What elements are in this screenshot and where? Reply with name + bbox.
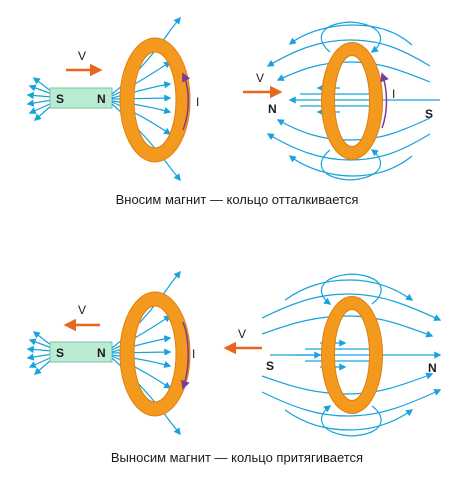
bottom-magnet-s-field-lines xyxy=(26,331,53,375)
bottom-right-velocity-label: V xyxy=(238,327,246,341)
bottom-magnet-north-label: N xyxy=(97,346,106,360)
top-right-current-arrow xyxy=(380,72,389,129)
top-conducting-ring xyxy=(119,37,191,163)
bottom-current-label: I xyxy=(192,347,195,361)
top-current-arrow xyxy=(182,72,191,131)
bottom-right-left-pole-label: S xyxy=(266,359,274,373)
bottom-right-right-pole-label: N xyxy=(428,361,437,375)
top-magnet-n-field-lines xyxy=(111,16,181,182)
bottom-magnet-n-field-lines xyxy=(111,270,181,436)
bottom-magnet-south-label: S xyxy=(56,346,64,360)
top-right-current-label: I xyxy=(392,87,395,101)
top-current-label: I xyxy=(196,95,199,109)
top-right-velocity-label: V xyxy=(256,71,264,85)
bottom-conducting-ring xyxy=(119,291,191,417)
top-right-left-pole-label: N xyxy=(268,102,277,116)
top-magnet-s-field-lines xyxy=(26,77,53,121)
bottom-velocity-label: V xyxy=(78,303,86,317)
bottom-ring-field-lines xyxy=(261,273,442,437)
top-ring-field-lines xyxy=(266,21,440,181)
top-ring-field-scene: V N S I xyxy=(243,21,440,181)
top-right-conducting-ring xyxy=(321,42,383,160)
bottom-current-arrow xyxy=(181,321,190,390)
top-magnet-south-label: S xyxy=(56,92,64,106)
top-right-right-pole-label: S xyxy=(425,107,433,121)
top-velocity-label: V xyxy=(78,49,86,63)
top-caption: Вносим магнит — кольцо отталкивается xyxy=(116,192,359,207)
top-magnet-north-label: N xyxy=(97,92,106,106)
top-magnet-scene: S N V I xyxy=(26,16,199,182)
bottom-caption: Выносим магнит — кольцо притягивается xyxy=(111,450,363,465)
bottom-magnet-scene: S N V I xyxy=(26,270,195,436)
bottom-ring-field-scene: V S N xyxy=(223,273,442,437)
bottom-right-conducting-ring xyxy=(321,296,383,414)
